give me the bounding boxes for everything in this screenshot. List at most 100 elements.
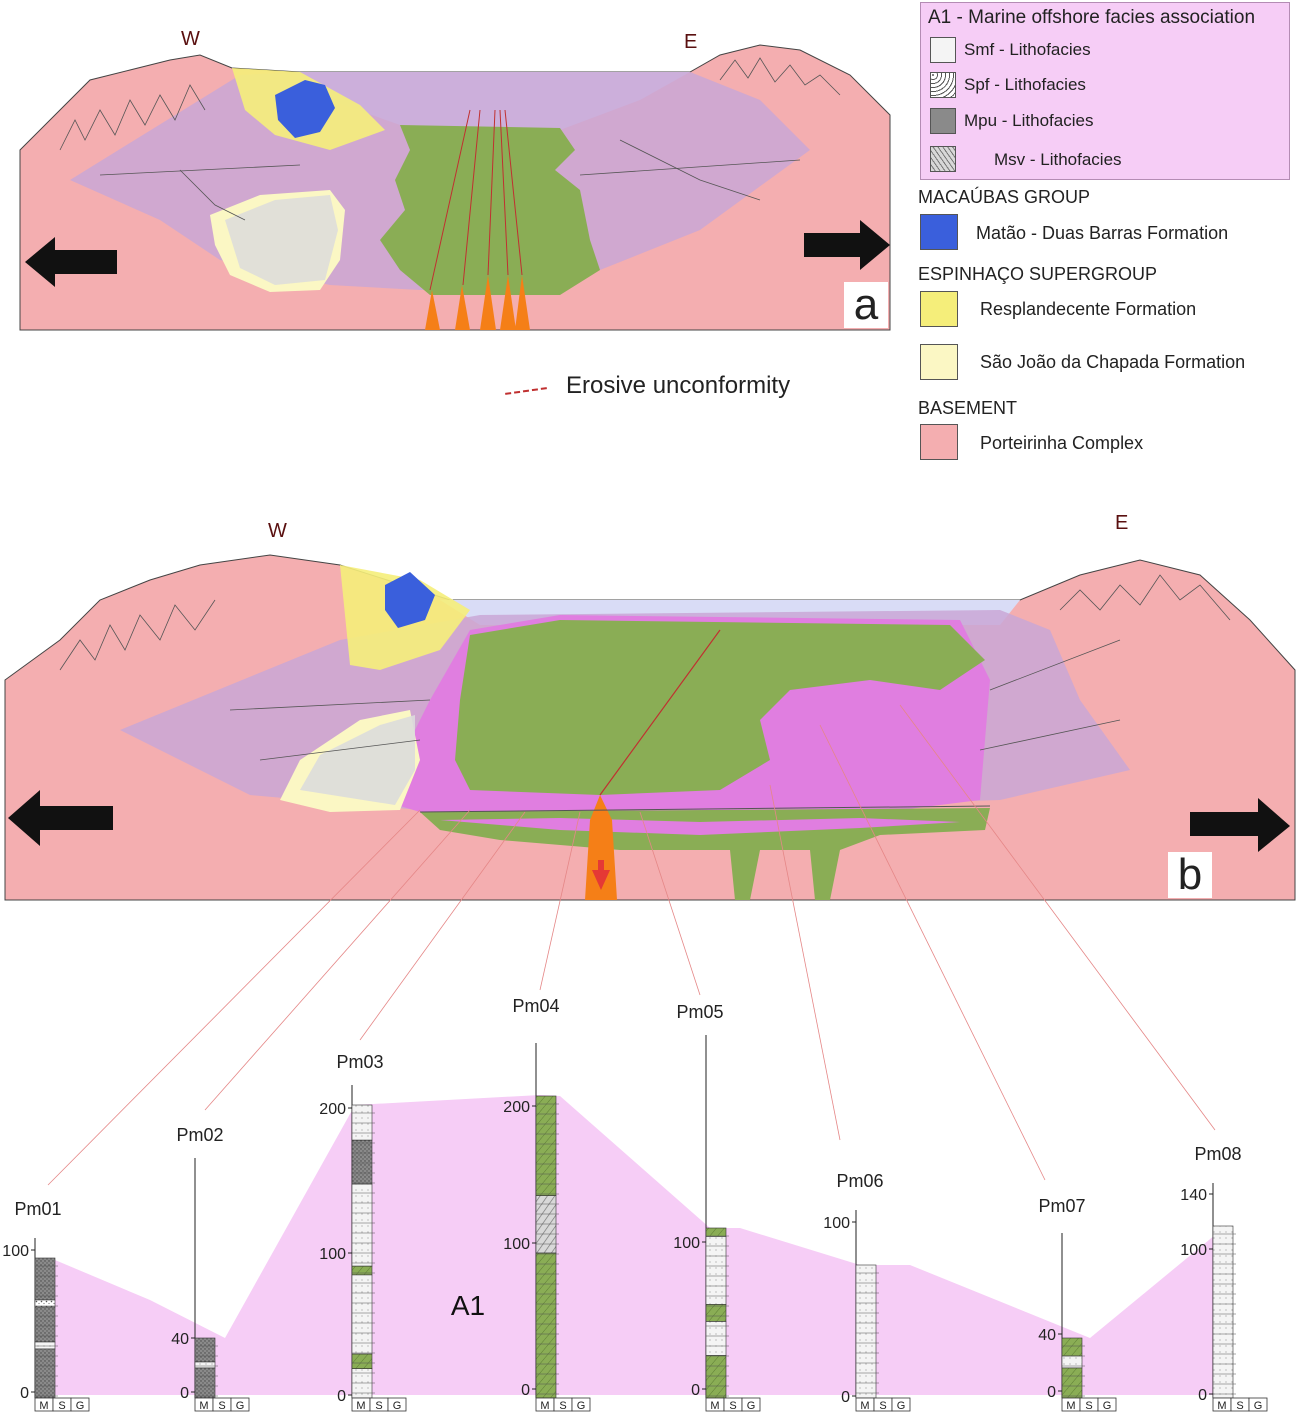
a1-legend-title: A1 - Marine offshore facies association xyxy=(928,7,1256,28)
section-bed xyxy=(351,1265,373,1276)
section-bed xyxy=(705,1236,727,1305)
spf-label: Spf - Lithofacies xyxy=(964,75,1086,94)
panel-a-east-label: E xyxy=(684,31,698,53)
section-bed xyxy=(194,1361,216,1369)
grain-label-m: M xyxy=(540,1400,549,1412)
section-bed xyxy=(34,1348,56,1399)
tick-label: 0 xyxy=(180,1385,189,1402)
sao-joao-swatch xyxy=(920,344,958,380)
tick-label: 0 xyxy=(20,1385,29,1402)
tick-label: 0 xyxy=(691,1382,700,1399)
grain-label-g: G xyxy=(577,1400,586,1412)
panel-b-fault xyxy=(599,629,721,796)
sao-joao-label: São João da Chapada Formation xyxy=(980,352,1246,372)
grain-cell xyxy=(230,1397,250,1412)
porteirinha-label: Porteirinha Complex xyxy=(980,433,1144,453)
section-bed xyxy=(194,1367,216,1399)
grain-label-g: G xyxy=(393,1400,402,1412)
section-bed xyxy=(351,1139,373,1185)
unconformity-label: Erosive unconformity xyxy=(566,372,791,399)
grain-label-s: S xyxy=(375,1400,382,1412)
panel-a-right-arrow xyxy=(804,220,890,270)
grain-label-s: S xyxy=(218,1400,225,1412)
grain-label-g: G xyxy=(747,1400,756,1412)
tick-label: 100 xyxy=(319,1246,346,1263)
tick-label: 0 xyxy=(1198,1387,1207,1404)
grain-cell xyxy=(70,1397,90,1412)
tick-label: 100 xyxy=(2,1243,29,1260)
section-bed xyxy=(535,1095,557,1196)
section-name: Pm04 xyxy=(512,996,559,1016)
matao-swatch xyxy=(920,214,958,250)
section-bed xyxy=(1061,1367,1083,1399)
grain-label-m: M xyxy=(710,1400,719,1412)
section-bed xyxy=(705,1304,727,1322)
section-bed xyxy=(1061,1337,1083,1357)
section-bed xyxy=(705,1355,727,1399)
grain-label-s: S xyxy=(1085,1400,1092,1412)
tick-label: 0 xyxy=(521,1382,530,1399)
grain-cell xyxy=(891,1397,911,1412)
section-name: Pm06 xyxy=(836,1171,883,1191)
espinhaco-supergroup-title: ESPINHAÇO SUPERGROUP xyxy=(918,264,1158,284)
grain-cell xyxy=(387,1397,407,1412)
spf-swatch xyxy=(930,72,956,98)
panel-b-left-arrow xyxy=(8,790,113,846)
mpu-label: Mpu - Lithofacies xyxy=(964,111,1094,130)
section-bed xyxy=(535,1252,557,1399)
grain-cell xyxy=(571,1397,591,1412)
a1-facies-label: A1 xyxy=(451,1290,485,1321)
panel-b-matao xyxy=(385,572,435,628)
section-bed xyxy=(34,1306,56,1343)
grain-label-g: G xyxy=(897,1400,906,1412)
section-name: Pm05 xyxy=(676,1002,723,1022)
grain-label-s: S xyxy=(1236,1400,1243,1412)
panel-a-ridges xyxy=(59,57,841,221)
grain-label-s: S xyxy=(58,1400,65,1412)
grain-label-s: S xyxy=(559,1400,566,1412)
msv-label: Msv - Lithofacies xyxy=(994,150,1122,169)
section-bed xyxy=(535,1195,557,1254)
grain-label-m: M xyxy=(1066,1400,1075,1412)
a1-facies-correlation xyxy=(35,1095,1215,1395)
panel-a-letter: a xyxy=(844,282,888,328)
grain-label-s: S xyxy=(879,1400,886,1412)
panel-b-east-label: E xyxy=(1115,512,1129,534)
section-name: Pm01 xyxy=(14,1199,61,1219)
panel-a-green-fill xyxy=(380,125,600,295)
panel-b-green-sills xyxy=(420,808,990,900)
panel-a-left-arrow xyxy=(25,237,117,287)
tick-label: 100 xyxy=(503,1236,530,1253)
smf-label: Smf - Lithofacies xyxy=(964,40,1091,59)
panel-a-block xyxy=(19,44,891,331)
grain-cell xyxy=(1097,1397,1117,1412)
basement-title: BASEMENT xyxy=(918,398,1018,418)
grain-label-g: G xyxy=(1103,1400,1112,1412)
section-name: Pm08 xyxy=(1194,1144,1241,1164)
grain-cell xyxy=(1248,1397,1268,1412)
grain-label-m: M xyxy=(1217,1400,1226,1412)
panel-b-west-label: W xyxy=(268,520,287,542)
smf-swatch xyxy=(930,37,956,63)
section-bed xyxy=(34,1341,56,1350)
section-name: Pm02 xyxy=(176,1125,223,1145)
panel-a-sao-joao-grey xyxy=(225,195,338,285)
grain-label-s: S xyxy=(729,1400,736,1412)
tick-label: 200 xyxy=(319,1101,346,1118)
resplandecente-swatch xyxy=(920,291,958,327)
grain-label-m: M xyxy=(39,1400,48,1412)
section-bed xyxy=(351,1274,373,1355)
section-bed xyxy=(351,1104,373,1141)
grain-label-g: G xyxy=(76,1400,85,1412)
section-bed xyxy=(194,1337,216,1363)
matao-label: Matão - Duas Barras Formation xyxy=(976,223,1229,243)
tick-label: 0 xyxy=(337,1388,346,1405)
